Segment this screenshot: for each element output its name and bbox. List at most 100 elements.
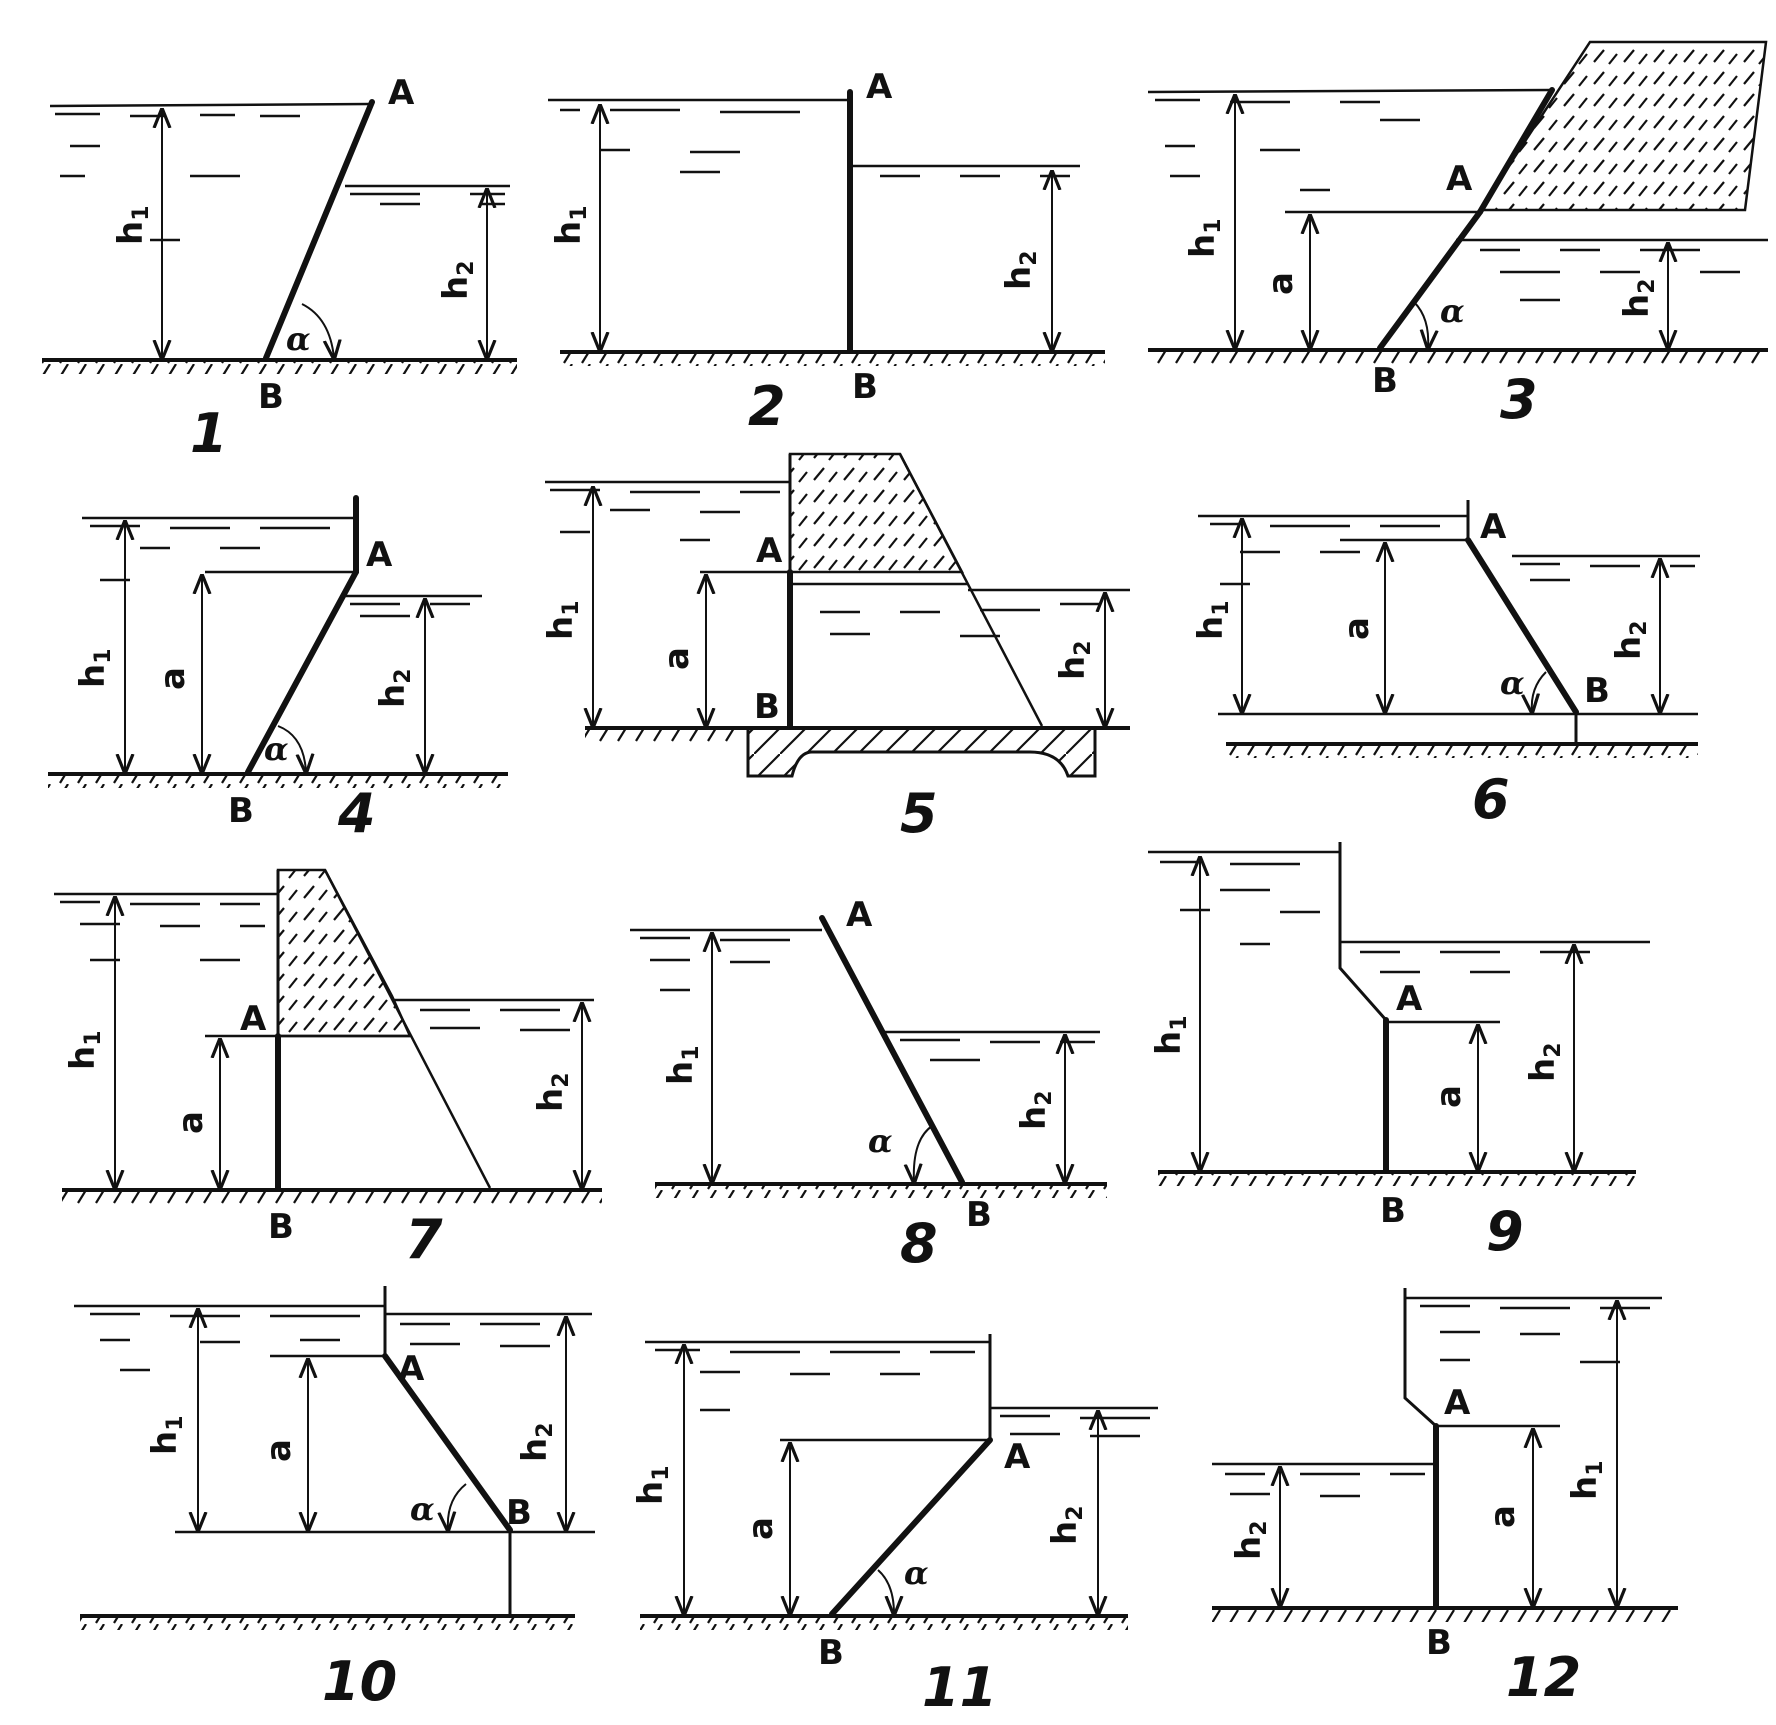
panel-3: A B α a h1 h2 3 xyxy=(1147,40,1768,431)
inclined-gate xyxy=(1465,537,1579,715)
inclined-wall xyxy=(263,99,375,361)
water-dashes xyxy=(1210,522,1440,586)
label-point-a: A xyxy=(1480,507,1507,547)
ground-hatch xyxy=(1226,744,1698,758)
label-a: a xyxy=(1261,272,1301,295)
water-dashes xyxy=(1360,950,1590,974)
label-h1: h1 xyxy=(1183,218,1226,258)
label-point-a: A xyxy=(866,67,893,107)
label-angle: α xyxy=(410,1490,435,1528)
upper-embankment-face xyxy=(1477,87,1555,215)
label-a: a xyxy=(657,647,697,670)
label-point-b: B xyxy=(1426,1623,1452,1663)
panel-number: 9 xyxy=(1486,1200,1524,1263)
panel-5: A B a h1 h2 5 xyxy=(541,452,1130,845)
label-angle: α xyxy=(286,320,311,358)
ground-hatch xyxy=(1212,1608,1678,1622)
label-h2: h2 xyxy=(531,1072,574,1112)
water-dashes xyxy=(90,1312,360,1372)
angle-arc xyxy=(301,303,334,358)
panel-number: 12 xyxy=(1506,1646,1581,1709)
water-dashes xyxy=(820,602,1100,638)
ground-hatch xyxy=(48,774,508,788)
ground-hatch xyxy=(1158,1172,1636,1186)
ground-hatch xyxy=(1148,350,1768,364)
hatched-dam-block xyxy=(276,868,412,1038)
water-dashes xyxy=(1155,98,1420,192)
panel-8: A B α h1 h2 8 xyxy=(630,895,1107,1275)
angle-arc xyxy=(1532,671,1547,712)
water-dashes xyxy=(1420,1304,1650,1364)
water-dashes xyxy=(1480,248,1740,302)
label-point-a: A xyxy=(366,535,393,575)
label-point-a: A xyxy=(388,73,415,113)
water-dashes xyxy=(550,488,780,542)
ground-hatch xyxy=(80,1616,575,1630)
label-h2: h2 xyxy=(999,250,1042,290)
label-a: a xyxy=(1483,1505,1523,1528)
panel-number: 7 xyxy=(405,1208,443,1271)
ground-hatch xyxy=(42,360,517,374)
water-dashes xyxy=(640,936,790,992)
angle-arc xyxy=(877,1569,894,1614)
water-dashes xyxy=(350,192,505,206)
ground-hatch xyxy=(62,1190,602,1204)
angle-arc xyxy=(277,725,306,772)
angle-arc xyxy=(1413,301,1428,348)
label-a: a xyxy=(171,1111,211,1134)
inclined-gate xyxy=(1377,209,1483,351)
label-a: a xyxy=(741,1517,781,1540)
panel-7: A B a h1 h2 7 xyxy=(54,868,602,1271)
label-a: a xyxy=(259,1439,299,1462)
panel-12: A B a h1 h2 12 xyxy=(1212,1288,1678,1709)
label-h2: h2 xyxy=(436,260,479,300)
label-angle: α xyxy=(904,1554,929,1592)
panel-number: 4 xyxy=(337,782,376,845)
label-h1: h1 xyxy=(1191,600,1234,640)
label-point-b: B xyxy=(852,367,878,407)
panel-10: A B α a h1 h2 10 xyxy=(74,1286,595,1713)
label-h1: h1 xyxy=(145,1415,188,1455)
label-h2: h2 xyxy=(1617,278,1660,318)
label-h1: h1 xyxy=(549,205,592,245)
upper-wall xyxy=(1338,842,1388,1021)
dam-slope xyxy=(323,869,492,1189)
panel-6: A B α a h1 h2 6 xyxy=(1191,500,1700,831)
ground-hatch xyxy=(655,1184,1107,1198)
panel-1: A B α h1 h2 1 xyxy=(42,73,517,465)
ground-hatch xyxy=(585,728,735,742)
label-point-a: A xyxy=(398,1349,425,1389)
water-dashes xyxy=(60,900,265,962)
label-point-b: B xyxy=(1380,1191,1406,1231)
label-point-b: B xyxy=(1372,361,1398,401)
label-point-b: B xyxy=(268,1207,294,1247)
label-h1: h1 xyxy=(73,648,116,688)
label-angle: α xyxy=(1440,292,1465,330)
panel-number: 11 xyxy=(922,1656,997,1719)
water-dashes xyxy=(1520,562,1695,582)
panel-number: 1 xyxy=(190,402,228,465)
label-point-a: A xyxy=(240,999,267,1039)
label-angle: α xyxy=(1500,664,1525,702)
label-a: a xyxy=(1337,617,1377,640)
label-point-b: B xyxy=(228,791,254,831)
upstream-water-surface xyxy=(49,102,371,108)
label-h1: h1 xyxy=(63,1030,106,1070)
label-point-b: B xyxy=(506,1493,532,1533)
label-point-b: B xyxy=(966,1195,992,1235)
label-h2: h2 xyxy=(1045,1505,1088,1545)
ground-hatch xyxy=(640,1616,1128,1630)
water-dashes xyxy=(55,112,300,242)
label-h2: h2 xyxy=(515,1422,558,1462)
label-point-a: A xyxy=(1446,159,1473,199)
panel-11: A B α a h1 h2 11 xyxy=(631,1334,1158,1719)
water-dashes xyxy=(1160,860,1320,946)
label-a: a xyxy=(1429,1085,1469,1108)
ground-hatch xyxy=(560,352,1105,366)
panel-9: A B a h1 h2 9 xyxy=(1148,842,1650,1263)
label-h1: h1 xyxy=(631,1465,674,1505)
panel-4: A B α a h1 h2 4 xyxy=(48,495,508,845)
label-point-b: B xyxy=(258,377,284,417)
angle-arc xyxy=(914,1125,933,1182)
panel-number: 3 xyxy=(1500,368,1538,431)
